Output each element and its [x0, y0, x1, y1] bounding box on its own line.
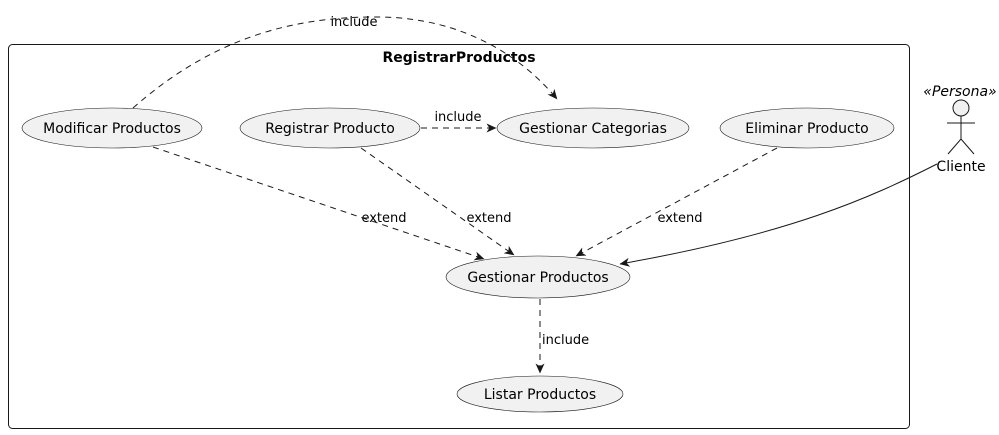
relation-registrar-extend-gestionar: [360, 147, 515, 256]
use-case-ellipse: [719, 107, 895, 149]
relation-label-extend-left: extend: [361, 211, 406, 226]
relation-label-include-bottom: include: [542, 333, 589, 348]
system-boundary-title: RegistrarProductos: [382, 50, 535, 66]
actor-name: Cliente: [936, 159, 985, 175]
system-boundary: [8, 44, 910, 429]
use-case-gestionar-productos: Gestionar Productos: [445, 255, 631, 299]
use-case-registrar-producto: Registrar Producto: [239, 107, 421, 149]
use-case-gestionar-categorias: Gestionar Categorias: [496, 107, 690, 149]
use-case-label: Registrar Producto: [265, 121, 395, 137]
actor-stereotype: «Persona»: [923, 84, 996, 100]
use-case-ellipse: [239, 107, 421, 149]
use-case-ellipse: [445, 255, 631, 299]
relation-label-extend-right: extend: [657, 211, 702, 226]
relation-modificar-include-categorias: [132, 16, 558, 109]
relation-eliminar-extend-gestionar: [575, 147, 778, 257]
relations: include include extend extend extend inc…: [132, 15, 938, 374]
relation-modificar-extend-gestionar: [152, 146, 485, 261]
use-case-label: Eliminar Producto: [745, 121, 869, 137]
relation-cliente-gestionar: [619, 163, 938, 267]
use-case-label: Gestionar Categorias: [519, 121, 667, 137]
relation-label-extend-center: extend: [466, 211, 511, 226]
actor-head-icon: [952, 99, 970, 117]
actor-legs-icon: [947, 138, 975, 155]
use-case-modificar-productos: Modificar Productos: [21, 107, 203, 149]
use-case-ellipse: [21, 107, 203, 149]
use-case-listar-productos: Listar Productos: [456, 375, 624, 413]
use-case-ellipse: [496, 107, 690, 149]
relation-label-include-mid: include: [434, 110, 481, 125]
use-case-label: Modificar Productos: [43, 121, 181, 137]
actor-cliente: «Persona» Cliente: [923, 84, 996, 175]
use-case-eliminar-producto: Eliminar Producto: [719, 107, 895, 149]
relation-label-include-top: include: [330, 15, 377, 30]
use-case-ellipse: [456, 375, 624, 413]
use-case-label: Gestionar Productos: [467, 270, 608, 286]
use-case-label: Listar Productos: [484, 387, 596, 403]
